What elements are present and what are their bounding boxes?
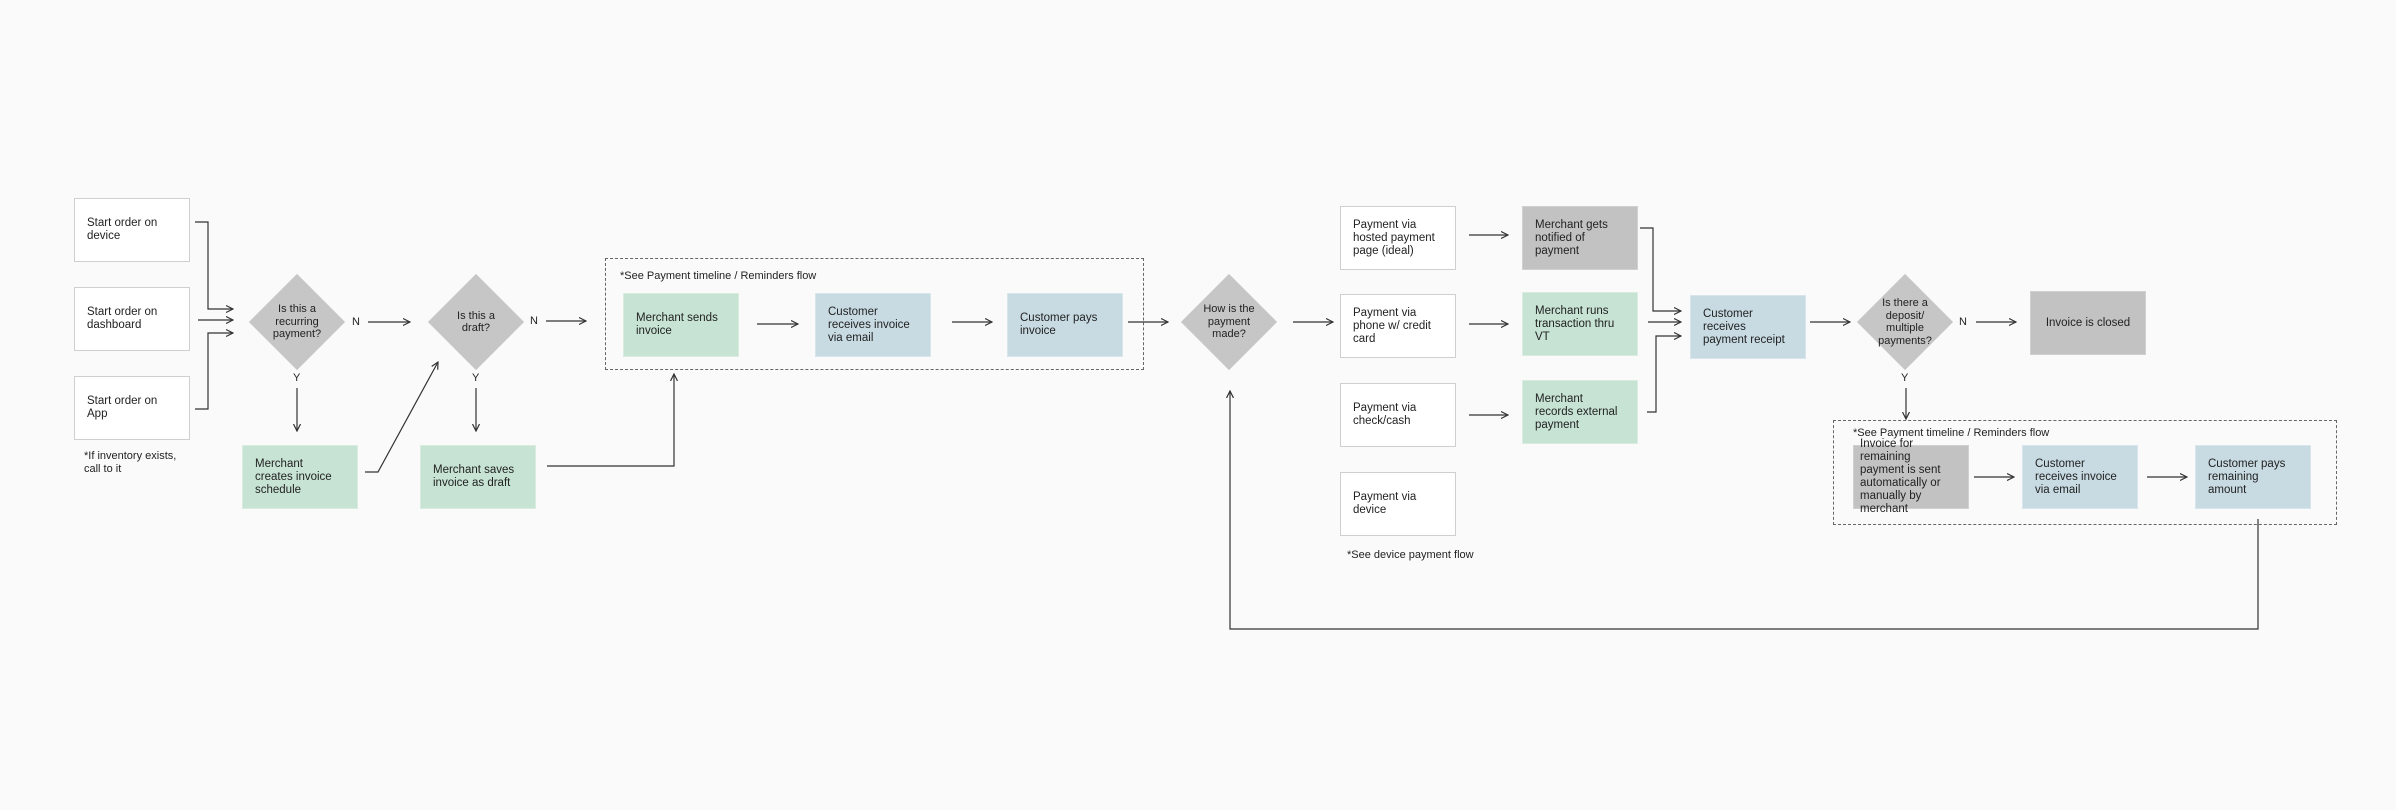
customer-pays-invoice-box: Customer pays invoice <box>1007 293 1123 357</box>
payment-method-decision: How is the payment made? <box>1180 273 1278 371</box>
start-order-dashboard-box: Start order on dashboard <box>74 287 190 351</box>
payment-timeline-group <box>605 258 1144 370</box>
remaining-payment-timeline-group <box>1833 420 2337 525</box>
customer-receives-remaining-invoice-box: Customer receives invoice via email <box>2022 445 2138 509</box>
draft-no-label: N <box>530 315 538 327</box>
payment-hosted-page-box: Payment via hosted payment page (ideal) <box>1340 206 1456 270</box>
create-invoice-schedule-box: Merchant creates invoice schedule <box>242 445 358 509</box>
recurring-yes-label: Y <box>293 372 301 384</box>
payment-check-cash-box: Payment via check/cash <box>1340 383 1456 447</box>
merchant-sends-invoice-box: Merchant sends invoice <box>623 293 739 357</box>
recurring-payment-decision: Is this a recurring payment? <box>248 273 346 371</box>
deposit-yes-label: Y <box>1901 372 1909 384</box>
payment-device-box: Payment via device <box>1340 472 1456 536</box>
recurring-payment-question: Is this a recurring payment? <box>272 303 322 341</box>
device-payment-note: *See device payment flow <box>1347 549 1474 561</box>
draft-decision: Is this a draft? <box>427 273 525 371</box>
arrow-external-to-receipt <box>1647 336 1681 413</box>
start-order-app-box: Start order on App <box>74 376 190 440</box>
remaining-invoice-sent-box: Invoice for remaining payment is sent au… <box>1853 438 1969 515</box>
arrow-notified-to-receipt <box>1640 227 1681 311</box>
payment-method-question: How is the payment made? <box>1203 303 1255 341</box>
arrow-device-to-recurring <box>195 221 233 309</box>
deposit-question: Is there a deposit/ multiple payments? <box>1878 297 1932 347</box>
customer-pays-remaining-box: Customer pays remaining amount <box>2195 445 2311 509</box>
merchant-notified-box: Merchant gets notified of payment <box>1522 206 1638 270</box>
draft-question: Is this a draft? <box>457 309 495 335</box>
deposit-no-label: N <box>1959 316 1967 328</box>
inventory-note: *If inventory exists, call to it <box>84 450 177 475</box>
deposit-decision: Is there a deposit/ multiple payments? <box>1856 273 1954 371</box>
customer-receives-invoice-box: Customer receives invoice via email <box>815 293 931 357</box>
arrow-app-to-recurring <box>195 333 233 410</box>
draft-yes-label: Y <box>472 372 480 384</box>
save-invoice-draft-box: Merchant saves invoice as draft <box>420 445 536 509</box>
arrow-save-draft-to-send <box>547 374 674 467</box>
customer-payment-receipt-box: Customer receives payment receipt <box>1690 295 1806 359</box>
timeline-note: *See Payment timeline / Reminders flow <box>620 270 817 282</box>
payment-phone-box: Payment via phone w/ credit card <box>1340 294 1456 358</box>
start-order-device-box: Start order on device <box>74 198 190 262</box>
remaining-timeline-note: *See Payment timeline / Reminders flow <box>1853 427 2050 439</box>
invoice-closed-box: Invoice is closed <box>2030 291 2146 355</box>
merchant-runs-vt-box: Merchant runs transaction thru VT <box>1522 292 1638 356</box>
recurring-no-label: N <box>352 316 360 328</box>
merchant-records-external-box: Merchant records external payment <box>1522 380 1638 444</box>
